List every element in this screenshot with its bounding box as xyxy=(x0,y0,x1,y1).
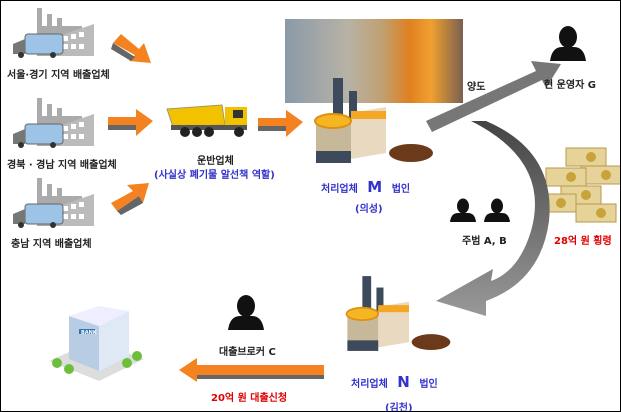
curved-arrow-icon xyxy=(436,121,550,316)
processing-plant-icon xyxy=(314,78,433,163)
source-label: 충남 지역 배출업체 xyxy=(11,239,92,250)
bank-sign: BANK xyxy=(81,330,98,336)
processor-n-prefix: 처리업체 xyxy=(351,379,388,390)
factory-truck-icon xyxy=(13,8,94,58)
transporter-sublabel: (사실상 폐기물 알선책 역할) xyxy=(154,170,275,181)
person-icon xyxy=(450,198,476,222)
accomplices-label: 주범 A, B xyxy=(462,236,507,247)
processor-n-letter: N xyxy=(397,373,410,391)
transfer-arrow-icon xyxy=(426,61,561,132)
bank-building-icon: BANK xyxy=(49,306,144,381)
processor-n-name: 처리업체 N 법인 xyxy=(351,373,438,391)
factory-truck-icon xyxy=(13,98,94,148)
person-icon xyxy=(550,26,586,61)
arrow-icon xyxy=(111,183,149,215)
landfill-fire-photo xyxy=(285,19,463,103)
money-stack-icon xyxy=(535,147,620,223)
operator-g-label: 현 운영자 G xyxy=(544,80,596,91)
processing-plant-icon xyxy=(345,276,451,351)
dump-truck-icon xyxy=(166,104,247,137)
source-label: 경북 · 경남 지역 배출업체 xyxy=(7,160,117,171)
arrow-icon xyxy=(111,34,151,63)
loan-label: 20억 원 대출신청 xyxy=(211,393,288,404)
transporter-label: 운반업체 xyxy=(197,156,234,167)
processor-m-location: (의성) xyxy=(355,204,383,215)
loan-arrow-icon xyxy=(179,358,324,382)
factory-truck-icon xyxy=(13,178,94,228)
processor-m-letter: M xyxy=(367,178,383,196)
processor-n-location: (김천) xyxy=(385,403,413,412)
processor-n-suffix: 법인 xyxy=(419,379,438,390)
arrow-icon xyxy=(108,109,153,136)
source-label: 서울·경기 지역 배출업체 xyxy=(7,70,110,81)
processor-m-prefix: 처리업체 xyxy=(321,184,358,195)
processor-m-name: 처리업체 M 법인 xyxy=(321,178,410,196)
person-icon xyxy=(228,295,264,330)
processor-m-suffix: 법인 xyxy=(391,184,411,195)
arrow-icon xyxy=(258,110,303,137)
person-icon xyxy=(484,198,510,222)
transfer-label: 양도 xyxy=(467,82,486,93)
embezzlement-label: 28억 원 횡령 xyxy=(554,236,612,247)
broker-label: 대출브로커 C xyxy=(219,347,276,358)
